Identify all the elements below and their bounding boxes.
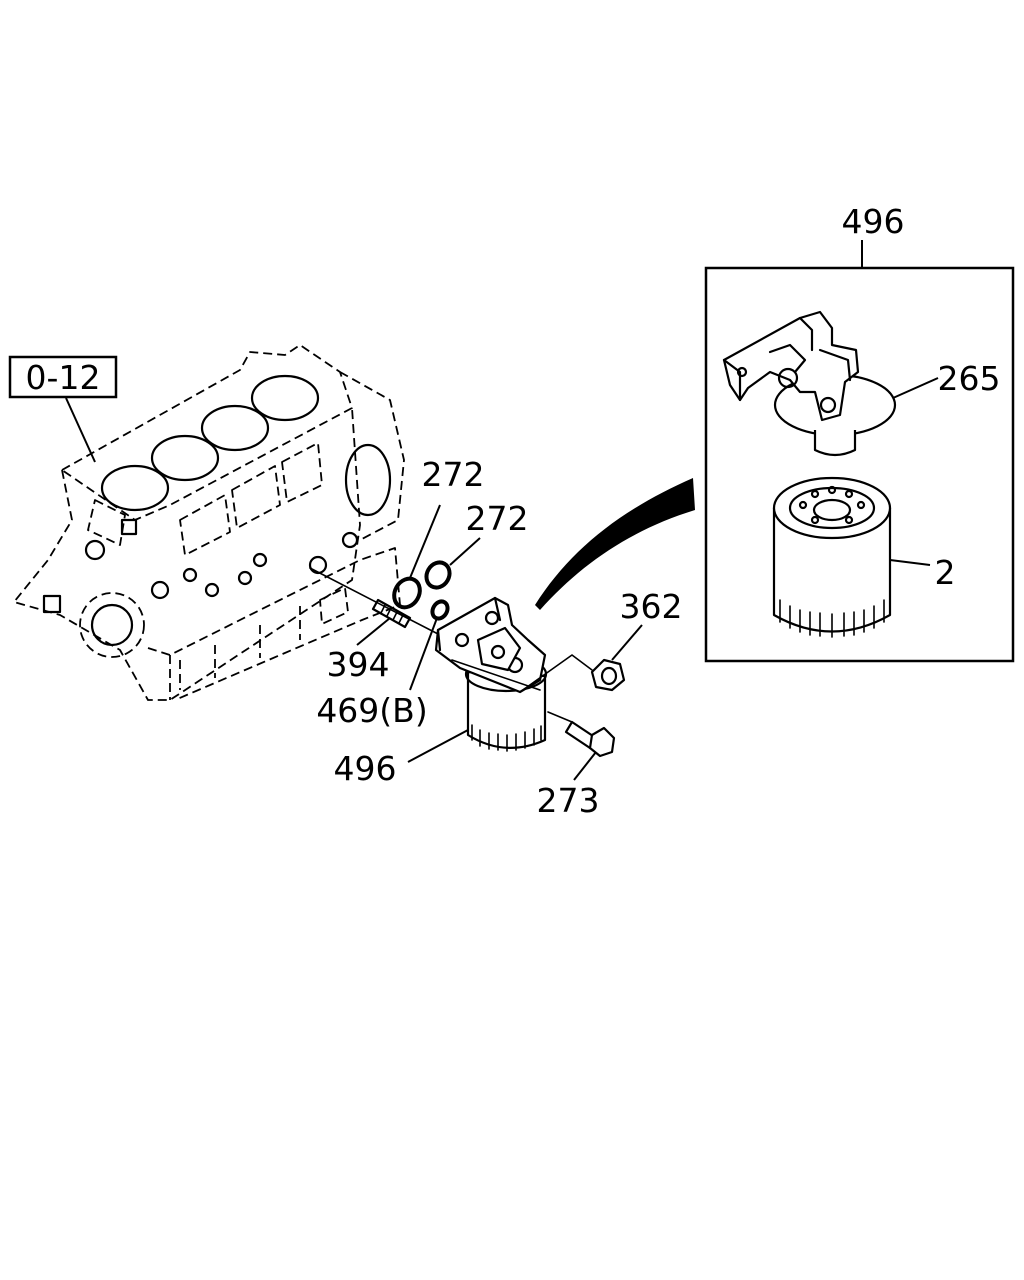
callout-265: 265 xyxy=(938,359,1001,398)
callout-469b: 469(B) xyxy=(316,691,427,730)
filter-assembly-main xyxy=(434,596,548,752)
reference-label-0-12: 0-12 xyxy=(26,358,101,397)
engine-block xyxy=(13,344,405,701)
callout-362: 362 xyxy=(620,587,683,626)
callout-272-b: 272 xyxy=(466,499,529,538)
inset-pointer xyxy=(535,478,695,610)
inset-box xyxy=(704,266,1015,663)
callout-2: 2 xyxy=(935,553,956,592)
stud-394 xyxy=(371,598,412,629)
inset-filter-element xyxy=(772,476,892,638)
callout-496-inset: 496 xyxy=(842,202,905,241)
callout-394: 394 xyxy=(327,645,390,684)
callout-496-main: 496 xyxy=(334,749,397,788)
inset-filter-head xyxy=(722,310,897,457)
nut-362 xyxy=(519,654,626,693)
o-ring-272-a xyxy=(392,576,422,610)
reference-box xyxy=(8,355,118,399)
callout-273: 273 xyxy=(537,781,600,820)
o-ring-469b xyxy=(430,599,450,621)
o-ring-272-b xyxy=(424,560,452,590)
callout-272-a: 272 xyxy=(422,455,485,494)
bolt-273 xyxy=(547,711,616,758)
